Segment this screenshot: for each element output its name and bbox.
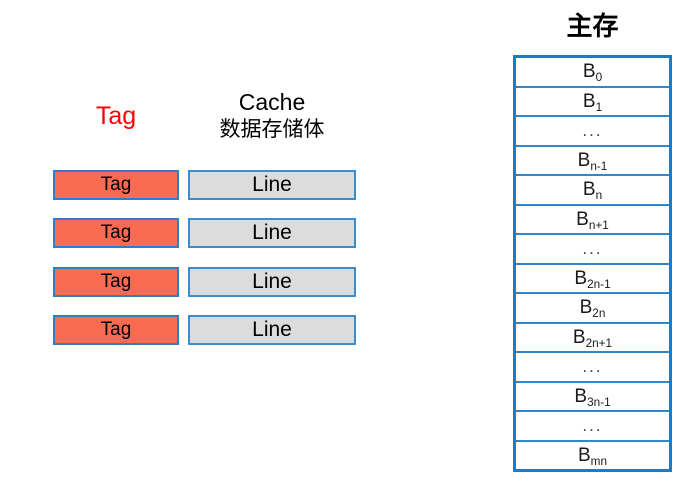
block-base: B xyxy=(574,267,588,289)
memory-block-row: B2n xyxy=(516,294,669,324)
line-block[interactable]: Line xyxy=(188,218,356,248)
block-subscript: mn xyxy=(590,454,608,468)
cache-heading-line1: Cache xyxy=(238,89,306,115)
memory-block-row: Bmn xyxy=(516,442,669,470)
memory-block-row: Bn xyxy=(516,176,669,206)
block-base: B xyxy=(579,297,593,319)
ellipsis-label: ... xyxy=(582,120,603,140)
block-subscript: n-1 xyxy=(590,159,608,173)
line-block[interactable]: Line xyxy=(188,315,356,345)
cache-heading-line2: 数据存储体 xyxy=(219,118,325,141)
memory-block-label: Bn xyxy=(582,179,603,203)
tag-block[interactable]: Tag xyxy=(53,218,179,248)
tag-block[interactable]: Tag xyxy=(53,267,179,297)
memory-ellipsis-row: ... xyxy=(516,353,669,383)
block-subscript: 2n-1 xyxy=(587,277,611,291)
memory-block-label: B0 xyxy=(582,61,603,85)
block-base: B xyxy=(577,444,591,466)
block-subscript: 0 xyxy=(595,71,603,85)
block-base: B xyxy=(582,61,596,83)
ellipsis-label: ... xyxy=(582,356,603,376)
memory-ellipsis-row: ... xyxy=(516,412,669,442)
memory-block-label: B2n-1 xyxy=(574,267,611,291)
memory-block-row: Bn+1 xyxy=(516,206,669,235)
memory-ellipsis-row: ... xyxy=(516,117,669,147)
block-subscript: 2n+1 xyxy=(585,336,613,350)
memory-block-label: B2n+1 xyxy=(572,326,613,350)
memory-block-row: B0 xyxy=(516,58,669,88)
block-subscript: 3n-1 xyxy=(587,395,611,409)
block-base: B xyxy=(582,179,596,201)
block-base: B xyxy=(576,208,589,230)
tag-column-heading: Tag xyxy=(95,102,137,130)
tag-block[interactable]: Tag xyxy=(53,170,179,200)
block-subscript: n+1 xyxy=(588,218,609,232)
ellipsis-label: ... xyxy=(582,238,603,258)
memory-block-label: B3n-1 xyxy=(574,385,611,409)
block-base: B xyxy=(572,326,586,348)
block-base: B xyxy=(582,90,596,112)
tag-block[interactable]: Tag xyxy=(53,315,179,345)
memory-block-row: Bn-1 xyxy=(516,147,669,176)
cache-diagram: Tag Cache 数据存储体 Tag Line Tag Line Tag Li… xyxy=(53,88,358,345)
line-block[interactable]: Line xyxy=(188,170,356,200)
memory-block-label: Bn-1 xyxy=(577,149,608,173)
memory-block-label: Bmn xyxy=(577,444,608,468)
memory-block-row: B3n-1 xyxy=(516,383,669,412)
memory-block-row: B1 xyxy=(516,88,669,117)
memory-block-label: Bn+1 xyxy=(576,208,609,232)
memory-block-label: B1 xyxy=(582,90,603,114)
line-block[interactable]: Line xyxy=(188,267,356,297)
ellipsis-label: ... xyxy=(582,415,603,435)
block-subscript: n xyxy=(595,189,603,203)
block-subscript: 1 xyxy=(595,100,603,114)
block-subscript: 2n xyxy=(592,307,606,321)
block-base: B xyxy=(577,149,591,171)
memory-block-row: B2n+1 xyxy=(516,324,669,353)
memory-ellipsis-row: ... xyxy=(516,235,669,265)
cache-column-heading: Cache 数据存储体 xyxy=(186,88,358,143)
block-base: B xyxy=(574,385,588,407)
main-memory-title: 主存 xyxy=(566,11,619,41)
memory-block-label: B2n xyxy=(579,297,606,321)
memory-block-row: B2n-1 xyxy=(516,265,669,294)
